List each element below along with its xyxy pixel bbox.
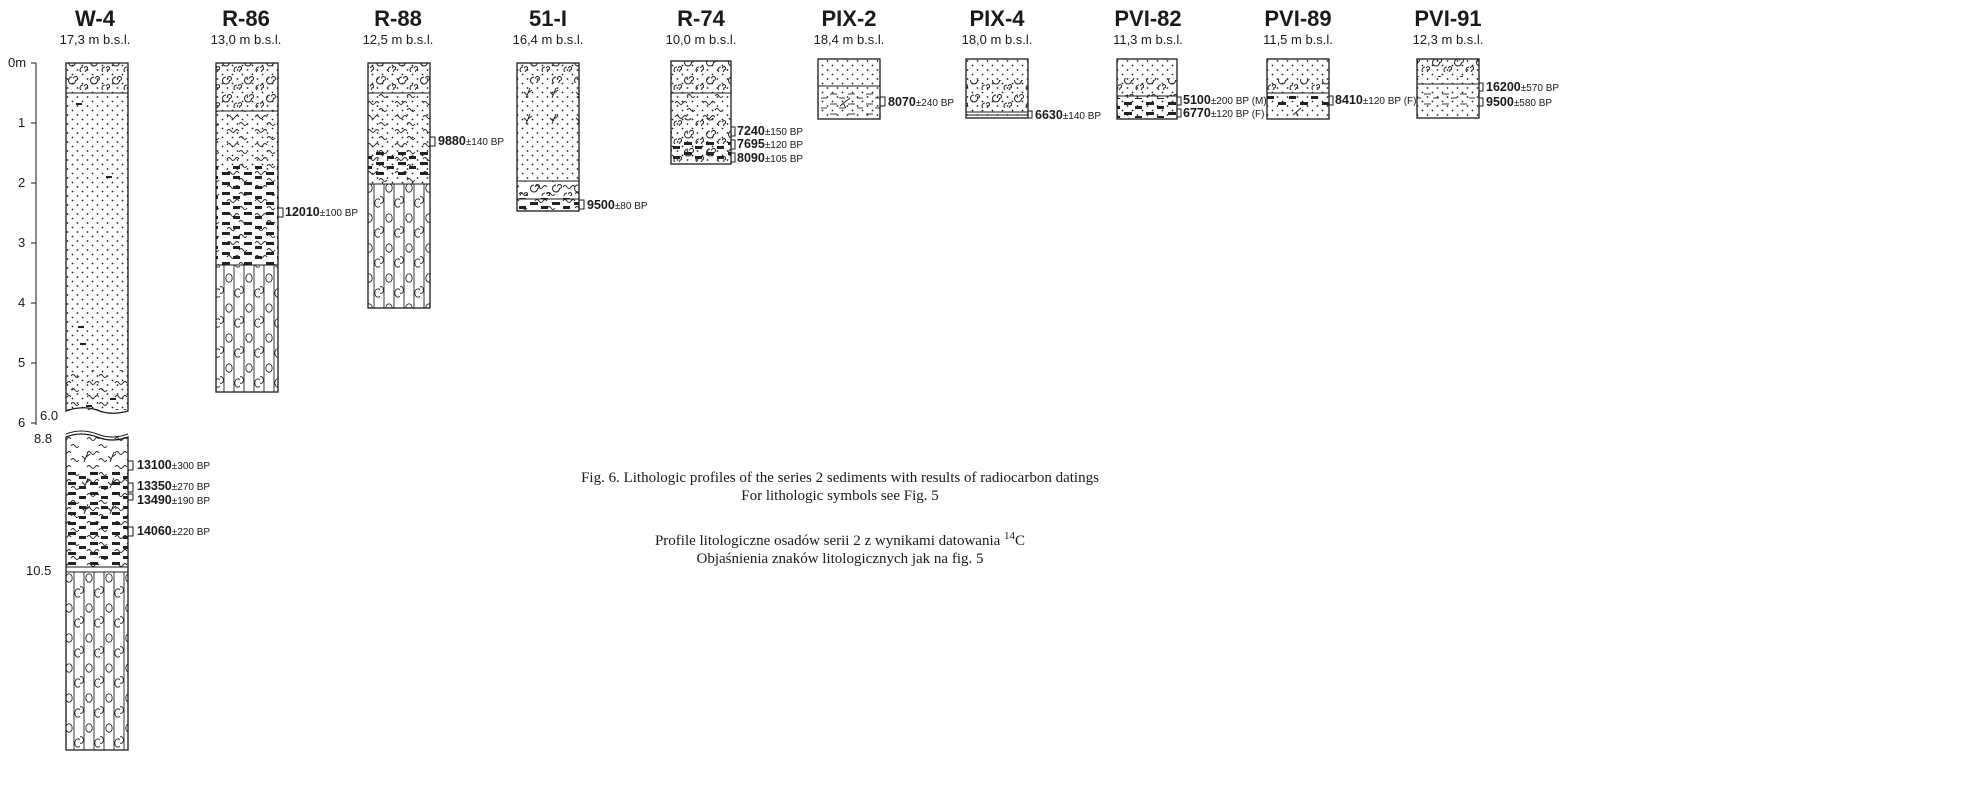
caption-pl-line1: Profile litologiczne osadów serii 2 z wy… [655, 530, 1025, 549]
profile-title: R-86 [222, 6, 270, 31]
date-label: 14060±220 BP [137, 524, 210, 538]
break-label-6.0: 6.0 [40, 408, 58, 423]
profile-depth-label: 16,4 m b.s.l. [513, 32, 584, 47]
lithologic-column [516, 62, 580, 212]
scale-label-3: 3 [18, 235, 25, 250]
profile-w4: W-4 17,3 m b.s.l. 6.0 8. [26, 6, 210, 751]
lithologic-column [817, 58, 881, 120]
profile-title: 51-I [529, 6, 567, 31]
profile-pvi91: PVI-91 12,3 m b.s.l. 16200±570 BP 9500±5… [1413, 6, 1559, 119]
profile-r86: R-86 13,0 m b.s.l. 12010±100 BP [211, 6, 358, 393]
date-label: 9500±580 BP [1486, 95, 1552, 109]
profile-depth-label: 11,5 m b.s.l. [1263, 32, 1333, 47]
lithologic-column [367, 62, 431, 309]
date-label: 16200±570 BP [1486, 80, 1559, 94]
date-label: 7695±120 BP [737, 137, 803, 151]
lithologic-column [65, 62, 129, 751]
radiocarbon-dates: 9880±140 BP [430, 134, 504, 148]
lithologic-column [670, 60, 732, 165]
profile-title: PVI-82 [1114, 6, 1181, 31]
date-label: 6630±140 BP [1035, 108, 1101, 122]
scale-label-4: 4 [18, 295, 25, 310]
date-label: 5100±200 BP (M) [1183, 93, 1267, 107]
profile-depth-label: 18,0 m b.s.l. [962, 32, 1033, 47]
radiocarbon-dates: 12010±100 BP [278, 205, 358, 219]
profile-depth-label: 17,3 m b.s.l. [60, 32, 131, 47]
figure-caption: Fig. 6. Lithologic profiles of the serie… [581, 470, 1099, 567]
radiocarbon-dates: 13100±300 BP 13350±270 BP 13490±190 BP 1… [128, 458, 210, 538]
radiocarbon-dates: 8070±240 BP [880, 95, 954, 109]
profile-title: PVI-91 [1414, 6, 1481, 31]
profile-pvi89: PVI-89 11,5 m b.s.l. 8410±120 BP (F) [1263, 6, 1416, 120]
lithologic-column [1116, 58, 1178, 120]
profile-pix4: PIX-4 18,0 m b.s.l. 6630±140 BP [962, 6, 1102, 122]
radiocarbon-dates: 8410±120 BP (F) [1329, 93, 1416, 107]
radiocarbon-dates: 16200±570 BP 9500±580 BP [1479, 80, 1559, 109]
profile-depth-label: 10,0 m b.s.l. [666, 32, 737, 47]
radiocarbon-dates: 9500±80 BP [579, 198, 648, 212]
radiocarbon-dates: 5100±200 BP (M) 6770±120 BP (F) [1177, 93, 1267, 120]
break-label-8.8: 8.8 [34, 431, 52, 446]
profile-pix2: PIX-2 18,4 m b.s.l. 8070±240 BP [814, 6, 954, 120]
date-label: 13350±270 BP [137, 479, 210, 493]
scale-label-0m: 0m [8, 55, 26, 70]
date-label: 12010±100 BP [285, 205, 358, 219]
profile-title: R-88 [374, 6, 422, 31]
profile-r74: R-74 10,0 m b.s.l. 7240±150 BP 7695±120 … [666, 6, 804, 165]
scale-label-6: 6 [18, 415, 25, 430]
date-label: 8410±120 BP (F) [1335, 93, 1416, 107]
lithologic-column [1416, 58, 1480, 119]
profile-depth-label: 12,5 m b.s.l. [363, 32, 434, 47]
caption-en-line1: Fig. 6. Lithologic profiles of the serie… [581, 470, 1099, 486]
date-label: 9500±80 BP [587, 198, 648, 212]
date-label: 8070±240 BP [888, 95, 954, 109]
scale-label-1: 1 [18, 115, 25, 130]
radiocarbon-dates: 6630±140 BP [1028, 108, 1101, 122]
profile-depth-label: 13,0 m b.s.l. [211, 32, 282, 47]
break-label-10.5: 10.5 [26, 563, 51, 578]
profile-title: PIX-4 [969, 6, 1025, 31]
caption-pl-line2: Objaśnienia znaków litologicznych jak na… [697, 551, 984, 567]
profile-depth-label: 18,4 m b.s.l. [814, 32, 885, 47]
profile-title: W-4 [75, 6, 116, 31]
scale-label-5: 5 [18, 355, 25, 370]
profile-depth-label: 12,3 m b.s.l. [1413, 32, 1484, 47]
profile-title: PVI-89 [1264, 6, 1331, 31]
date-label: 8090±105 BP [737, 151, 803, 165]
date-label: 6770±120 BP (F) [1183, 106, 1264, 120]
lithologic-column [965, 58, 1029, 119]
date-label: 13100±300 BP [137, 458, 210, 472]
lithologic-column [1266, 58, 1330, 120]
lithologic-column [215, 62, 279, 393]
profile-title: R-74 [677, 6, 725, 31]
date-label: 9880±140 BP [438, 134, 504, 148]
radiocarbon-dates: 7240±150 BP 7695±120 BP 8090±105 BP [731, 124, 803, 165]
depth-scale: 0m 1 2 3 4 5 6 [8, 55, 37, 430]
date-label: 7240±150 BP [737, 124, 803, 138]
profile-title: PIX-2 [821, 6, 876, 31]
scale-label-2: 2 [18, 175, 25, 190]
profile-pvi82: PVI-82 11,3 m b.s.l. 5100±200 BP (M) 677… [1113, 6, 1267, 120]
caption-en-line2: For lithologic symbols see Fig. 5 [741, 488, 939, 504]
profile-51i: 51-I 16,4 m b.s.l. 9500±80 BP [513, 6, 648, 212]
date-label: 13490±190 BP [137, 493, 210, 507]
profile-r88: R-88 12,5 m b.s.l. 9880±140 BP [363, 6, 504, 309]
profile-depth-label: 11,3 m b.s.l. [1113, 32, 1183, 47]
